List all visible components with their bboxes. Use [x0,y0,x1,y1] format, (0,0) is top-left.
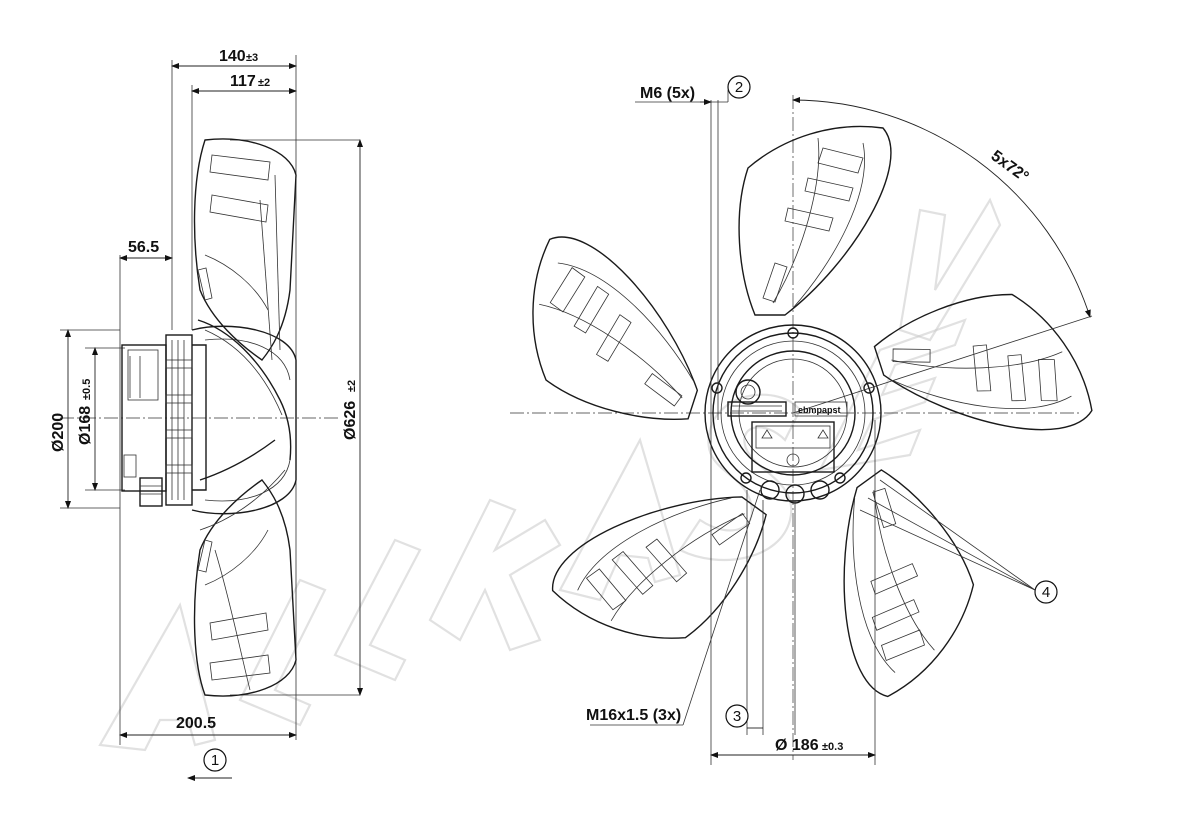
tol-d626: ±2 [346,380,358,392]
dim-56-5: 56.5 [128,239,159,256]
dim-200-5: 200.5 [176,715,216,732]
watermark [98,197,1002,752]
dim-140: 140 [219,48,246,65]
m16-label: M16x1.5 (3x) [586,707,681,724]
callout-1: 1 [211,752,219,769]
front-view-labels: M6 (5x) 2 5x72° M16x1.5 (3x) 3 Ø 186 ±0.… [586,79,1050,754]
dim-117: 117 [230,73,256,90]
m6-label: M6 (5x) [640,85,695,102]
tol-d168: ±0.5 [81,379,93,400]
tol-140: ±3 [246,52,258,64]
callout-4: 4 [1042,584,1050,601]
dim-d200: Ø200 [50,413,67,452]
mounting-holes [711,327,875,484]
tol-d186: ±0.3 [822,741,843,753]
brand-label: ebmpapst [798,405,841,415]
dim-d626: Ø626 [342,401,359,440]
side-view-labels: 140 ±3 117 ±2 56.5 200.5 Ø200 Ø168 ±0.5 … [50,48,359,769]
callout-2: 2 [735,79,743,96]
cable-glands [760,480,830,504]
callout-3: 3 [733,708,741,725]
angle-label: 5x72° [988,147,1032,185]
front-view [503,75,1097,765]
tol-117: ±2 [258,77,270,89]
dim-d168: Ø168 [77,406,94,445]
dim-d186: Ø 186 [775,737,819,754]
side-view [60,55,363,781]
